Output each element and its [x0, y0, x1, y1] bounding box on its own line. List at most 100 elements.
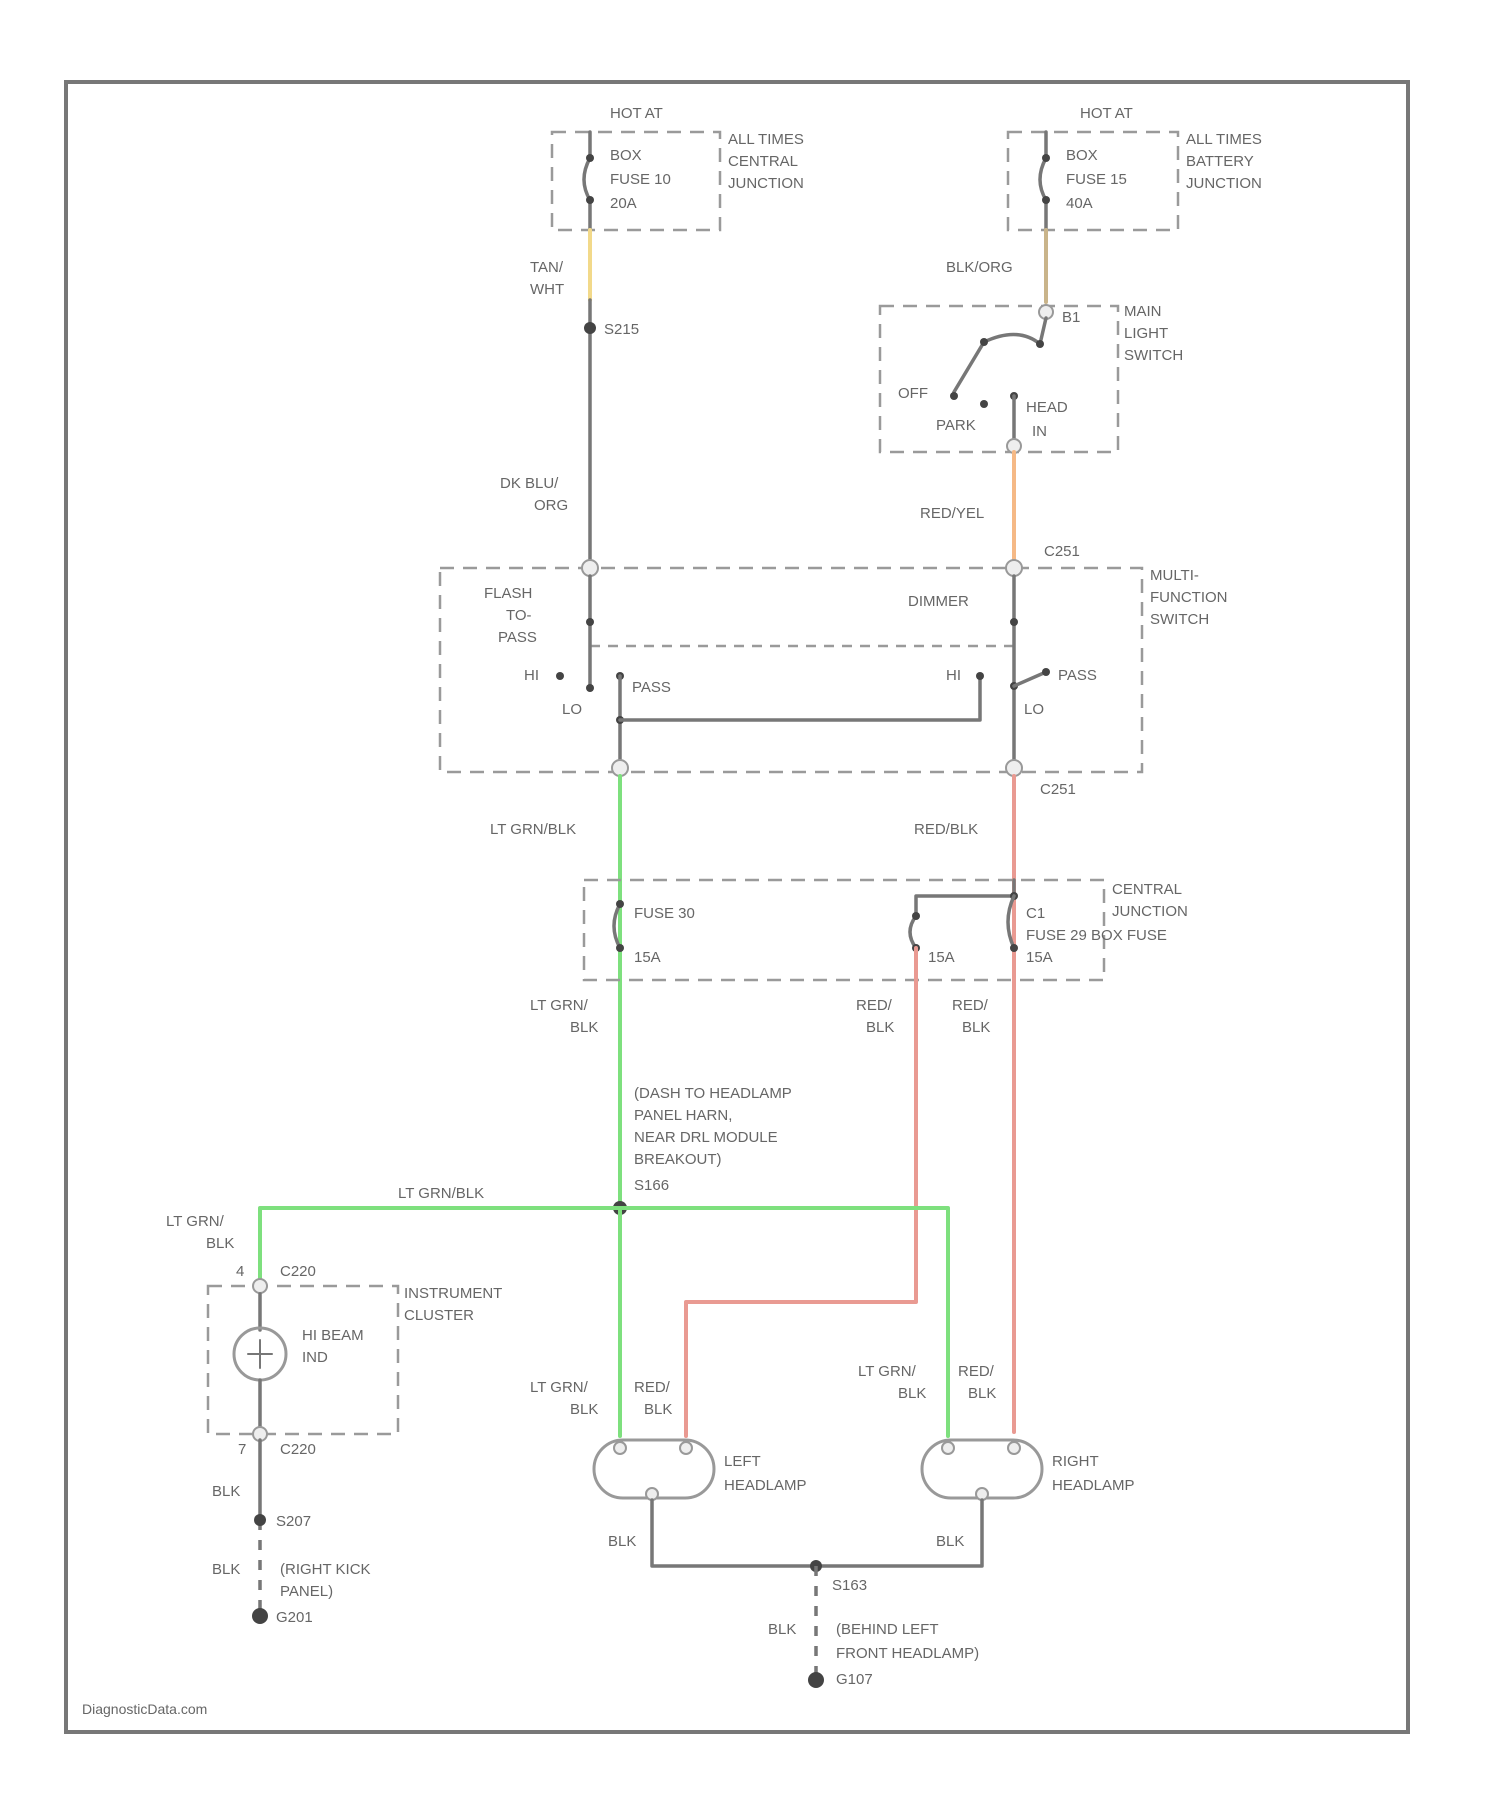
- main-light-switch-in: IN: [1032, 423, 1047, 440]
- dimmer-label: DIMMER: [908, 593, 969, 610]
- wire-label-tan-wht-1: TAN/: [530, 259, 564, 276]
- left-fuse-note-2: CENTRAL: [728, 153, 798, 170]
- flash-to-pass-3: PASS: [498, 629, 537, 646]
- multifunction-pass-left: PASS: [632, 679, 671, 696]
- central-junction-amp-right: 15A: [1026, 949, 1053, 966]
- cluster-label-2: CLUSTER: [404, 1307, 474, 1324]
- wire-label-blk-2: BLK: [212, 1561, 240, 1578]
- wire-label-red-blk-rh-1: RED/: [958, 1363, 995, 1380]
- wire-label-red-blk-mid-b-2: BLK: [962, 1019, 990, 1036]
- multifunction-label-3: SWITCH: [1150, 611, 1209, 628]
- right-fuse-note-3: JUNCTION: [1186, 175, 1262, 192]
- right-headlamp-label-2: HEADLAMP: [1052, 1477, 1135, 1494]
- main-light-switch-label-2: LIGHT: [1124, 325, 1168, 342]
- left-headlamp-label-1: LEFT: [724, 1453, 761, 1470]
- wire-label-red-blk-top: RED/BLK: [914, 821, 978, 838]
- central-junction-amp-left: 15A: [634, 949, 661, 966]
- left-headlamp-label-2: HEADLAMP: [724, 1477, 807, 1494]
- left-fuse-hot-at: HOT AT: [610, 105, 663, 122]
- footer-credit: DiagnosticData.com: [82, 1701, 207, 1717]
- multifunction-pass-right: PASS: [1058, 667, 1097, 684]
- cluster-c220-bottom: C220: [280, 1441, 316, 1458]
- main-light-switch-park: PARK: [936, 417, 976, 434]
- right-headlamp-label-1: RIGHT: [1052, 1453, 1099, 1470]
- main-light-switch-label-3: SWITCH: [1124, 347, 1183, 364]
- wire-label-blk-rh: BLK: [936, 1533, 964, 1550]
- multifunction-c251-bottom: C251: [1040, 781, 1076, 798]
- wire-label-red-blk-rh-2: BLK: [968, 1385, 996, 1402]
- right-fuse-line-3: 40A: [1066, 195, 1093, 212]
- wire-label-dk-blu-org-2: ORG: [534, 497, 568, 514]
- wire-label-lt-grn-blk-left-1: LT GRN/: [166, 1213, 225, 1230]
- left-headlamp: LEFT HEADLAMP: [594, 1440, 807, 1500]
- main-light-switch-pin: B1: [1062, 309, 1080, 326]
- multifunction-label-2: FUNCTION: [1150, 589, 1228, 606]
- central-junction-label-2: JUNCTION: [1112, 903, 1188, 920]
- main-light-switch-label-1: MAIN: [1124, 303, 1162, 320]
- splice-note-1: (DASH TO HEADLAMP: [634, 1085, 792, 1102]
- wire-label-blk-bottom: BLK: [768, 1621, 796, 1638]
- wire-label-blk-lh: BLK: [608, 1533, 636, 1550]
- multifunction-hi-left: HI: [524, 667, 539, 684]
- cluster-bulb-label-1: HI BEAM: [302, 1327, 364, 1344]
- wire-label-dk-blu-org-1: DK BLU/: [500, 475, 559, 492]
- wire-label-lt-grn-blk-lh-2: BLK: [570, 1401, 598, 1418]
- wire-label-tan-wht-2: WHT: [530, 281, 564, 298]
- wire-label-lt-grn-blk-h: LT GRN/BLK: [398, 1185, 484, 1202]
- wire-label-red-yel: RED/YEL: [920, 505, 984, 522]
- splice-note-2: PANEL HARN,: [634, 1107, 732, 1124]
- cluster-pin-top: 4: [236, 1263, 244, 1280]
- splice-s166: (DASH TO HEADLAMP PANEL HARN, NEAR DRL M…: [613, 1085, 792, 1215]
- wire-label-lt-grn-blk-lh-1: LT GRN/: [530, 1379, 589, 1396]
- central-junction-box: CENTRAL JUNCTION FUSE 30 15A 15A C1 FUSE…: [584, 880, 1188, 980]
- right-fuse-hot-at: HOT AT: [1080, 105, 1133, 122]
- cluster-pin-bottom: 7: [238, 1441, 246, 1458]
- splice-id: S166: [634, 1177, 669, 1194]
- wire-label-blk-org: BLK/ORG: [946, 259, 1013, 276]
- multifunction-label-1: MULTI-: [1150, 567, 1199, 584]
- wire-label-lt-grn-blk-rh-1: LT GRN/: [858, 1363, 917, 1380]
- wire-label-blk-1: BLK: [212, 1483, 240, 1500]
- right-fuse-line-1: BOX: [1066, 147, 1098, 164]
- left-fuse-line-1: BOX: [610, 147, 642, 164]
- wire-label-red-blk-lh-1: RED/: [634, 1379, 671, 1396]
- cluster-c220-top: C220: [280, 1263, 316, 1280]
- left-fuse-line-2: FUSE 10: [610, 171, 671, 188]
- multifunction-switch: MULTI- FUNCTION SWITCH C251 C251 FLASH T…: [440, 543, 1228, 798]
- wire-label-lt-grn-blk-mid-2: BLK: [570, 1019, 598, 1036]
- central-junction-label-1: CENTRAL: [1112, 881, 1182, 898]
- left-fuse-note-3: JUNCTION: [728, 175, 804, 192]
- instrument-cluster: 4 C220 INSTRUMENT CLUSTER HI BEAM IND 7 …: [208, 1263, 502, 1458]
- ground-left-note-2: PANEL): [280, 1583, 333, 1600]
- ground-left-note-1: (RIGHT KICK: [280, 1561, 371, 1578]
- cluster-label-1: INSTRUMENT: [404, 1285, 502, 1302]
- right-headlamp: RIGHT HEADLAMP: [922, 1440, 1135, 1500]
- left-fuse-block: HOT AT BOX FUSE 10 20A ALL TIMES CENTRAL…: [552, 105, 804, 230]
- wire-label-red-blk-mid-b-1: RED/: [952, 997, 989, 1014]
- right-fuse-line-2: FUSE 15: [1066, 171, 1127, 188]
- ground-left-id: G201: [276, 1609, 313, 1626]
- right-fuse-note-2: BATTERY: [1186, 153, 1254, 170]
- multifunction-c251-top: C251: [1044, 543, 1080, 560]
- main-light-switch-off: OFF: [898, 385, 928, 402]
- central-junction-c1: C1: [1026, 905, 1045, 922]
- wire-label-red-blk-mid-a-1: RED/: [856, 997, 893, 1014]
- ground-bottom-note-2: FRONT HEADLAMP): [836, 1645, 979, 1662]
- ground-bottom-splice: S163: [832, 1577, 867, 1594]
- right-fuse-block: HOT AT BOX FUSE 15 40A ALL TIMES BATTERY…: [1008, 105, 1262, 230]
- wire-label-lt-grn-blk-top: LT GRN/BLK: [490, 821, 576, 838]
- ground-bottom-note-1: (BEHIND LEFT: [836, 1621, 939, 1638]
- flash-to-pass-2: TO-: [506, 607, 532, 624]
- ground-left-splice: S207: [276, 1513, 311, 1530]
- wire-label-red-blk-mid-a-2: BLK: [866, 1019, 894, 1036]
- splice-note-4: BREAKOUT): [634, 1151, 722, 1168]
- multifunction-lo-right: LO: [1024, 701, 1044, 718]
- wire-label-lt-grn-blk-mid-1: LT GRN/: [530, 997, 589, 1014]
- main-light-switch: B1 MAIN LIGHT SWITCH OFF PARK HEAD IN: [880, 303, 1183, 453]
- right-fuse-note-1: ALL TIMES: [1186, 131, 1262, 148]
- ground-bottom-id: G107: [836, 1671, 873, 1688]
- wire-label-lt-grn-blk-rh-2: BLK: [898, 1385, 926, 1402]
- splice-s215-label: S215: [604, 321, 639, 338]
- splice-note-3: NEAR DRL MODULE: [634, 1129, 778, 1146]
